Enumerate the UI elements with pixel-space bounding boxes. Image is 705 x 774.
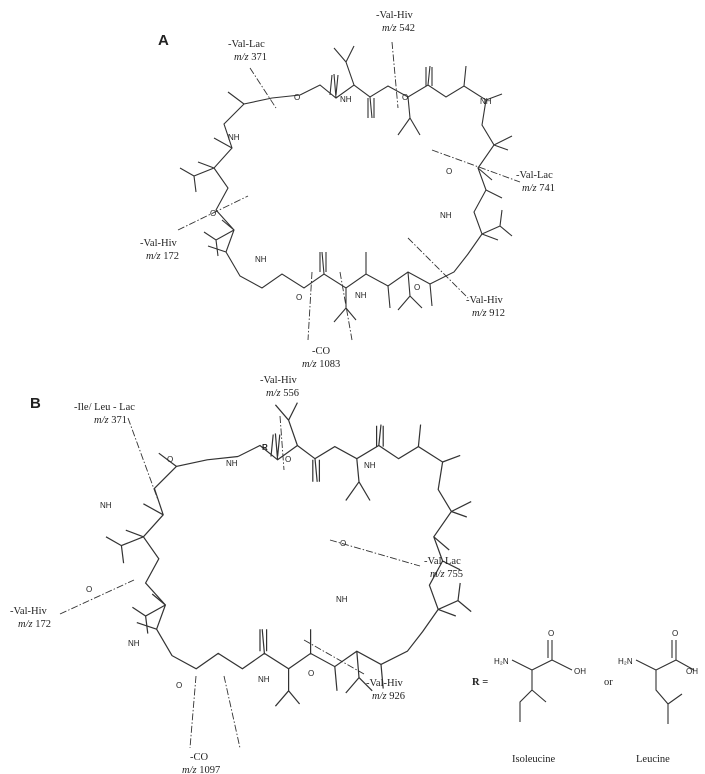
fragment-loss-b-5: -CO	[190, 752, 209, 763]
isoleucine-structure: H₂N OH O Isoleucine	[494, 629, 586, 765]
amide-nh-b5: NH	[128, 639, 140, 648]
fragment-mz-b-3: m/z 755	[430, 569, 463, 580]
fragment-loss-a-6: -Val-Hiv	[140, 238, 177, 249]
ester-oxygen-a1: O	[294, 93, 300, 102]
isoleucine-hydroxyl: OH	[574, 667, 586, 676]
fragment-mz-a-4: m/z 912	[472, 308, 505, 319]
ester-oxygen-b1: O	[167, 455, 173, 464]
fragment-loss-b-1: -Ile/ Leu - Lac	[74, 402, 135, 413]
fragment-loss-a-4: -Val-Hiv	[466, 295, 503, 306]
fragment-loss-b-3: -Val-Lac	[424, 556, 461, 567]
panel-b: B O O NH NH NH NH NH NH O O O O R -Ile/ …	[10, 375, 698, 774]
r-equals-label: R =	[472, 677, 488, 688]
amide-nh-a2: NH	[480, 97, 492, 106]
amide-nh-a5: NH	[255, 255, 267, 264]
fragment-mz-b-1: m/z 371	[94, 415, 127, 426]
leucine-carbonyl-oxygen: O	[672, 629, 678, 638]
isoleucine-name: Isoleucine	[512, 754, 555, 765]
amide-nh-a4: NH	[440, 211, 452, 220]
cyclic-depsipeptide-structure-b	[105, 401, 472, 707]
fragment-mz-b-2: m/z 556	[266, 388, 299, 399]
ester-oxygen-b5: O	[86, 585, 92, 594]
panel-label-a: A	[158, 32, 169, 49]
fragment-loss-b-2: -Val-Hiv	[260, 375, 297, 386]
fragment-loss-a-2: -Val-Hiv	[376, 10, 413, 21]
ester-oxygen-a6: O	[446, 167, 452, 176]
fragment-mz-a-3: m/z 741	[522, 183, 555, 194]
amide-nh-b6: NH	[258, 675, 270, 684]
amide-nh-a1: NH	[340, 95, 352, 104]
fragment-mz-b-5: m/z 1097	[182, 765, 220, 774]
or-separator: or	[604, 677, 613, 688]
r-group-marker: R	[262, 443, 268, 452]
ester-oxygen-b2: O	[285, 455, 291, 464]
fragment-mz-b-4: m/z 926	[372, 691, 405, 702]
ester-oxygen-b3: O	[176, 681, 182, 690]
fragment-loss-b-6: -Val-Hiv	[10, 606, 47, 617]
cyclic-depsipeptide-structure-a	[179, 45, 513, 323]
r-group-definition: R = H₂N OH O Isoleucine or H₂N OH O Leuc…	[472, 629, 698, 765]
panel-label-b: B	[30, 395, 41, 412]
leucine-name: Leucine	[636, 754, 670, 765]
amide-nh-b3: NH	[100, 501, 112, 510]
fragment-mz-a-2: m/z 542	[382, 23, 415, 34]
ester-oxygen-a4: O	[414, 283, 420, 292]
ester-oxygen-a5: O	[210, 209, 216, 218]
fragment-mz-a-6: m/z 172	[146, 251, 179, 262]
fragment-mz-a-1: m/z 371	[234, 52, 267, 63]
leucine-amine: H₂N	[618, 657, 633, 666]
ester-oxygen-a3: O	[296, 293, 302, 302]
ester-oxygen-b4: O	[308, 669, 314, 678]
amide-nh-b1: NH	[226, 459, 238, 468]
amide-nh-a6: NH	[355, 291, 367, 300]
isoleucine-amine: H₂N	[494, 657, 509, 666]
amide-nh-a3: NH	[228, 133, 240, 142]
fragment-loss-a-3: -Val-Lac	[516, 170, 553, 181]
fragment-mz-a-5: m/z 1083	[302, 359, 340, 370]
amide-nh-b4: NH	[336, 595, 348, 604]
panel-a: A O O NH NH NH NH NH NH O O O O -Val-Lac…	[140, 10, 555, 370]
isoleucine-carbonyl-oxygen: O	[548, 629, 554, 638]
leucine-structure: H₂N OH O Leucine	[618, 629, 698, 765]
fragment-loss-a-1: -Val-Lac	[228, 39, 265, 50]
fragment-loss-a-5: -CO	[312, 346, 331, 357]
fragment-loss-b-4: -Val-Hiv	[366, 678, 403, 689]
leucine-hydroxyl: OH	[686, 667, 698, 676]
fragment-mz-b-6: m/z 172	[18, 619, 51, 630]
amide-nh-b2: NH	[364, 461, 376, 470]
ester-oxygen-a2: O	[402, 93, 408, 102]
